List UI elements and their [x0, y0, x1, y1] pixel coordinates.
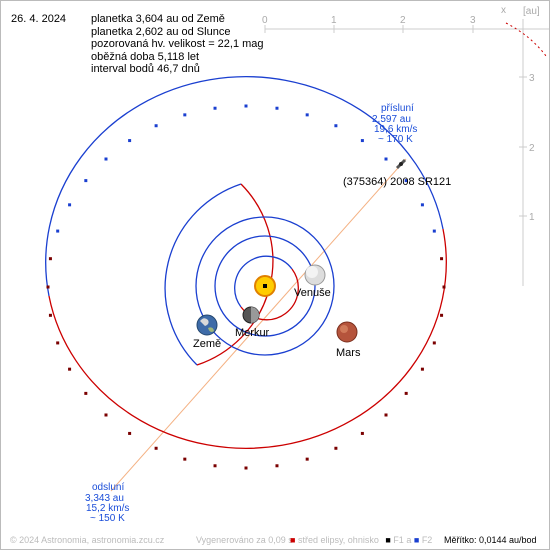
orbit-point — [46, 285, 50, 289]
asteroid-label: (375364) 2008 SR121 — [343, 176, 451, 188]
generated-time: Vygenerováno za 0,09 s — [196, 535, 293, 545]
orbit-point — [128, 139, 132, 143]
center-dot-icon: ■ — [290, 535, 296, 545]
venus: Venuše — [294, 264, 331, 299]
orbit-point — [275, 106, 279, 110]
aphelion-speed: 15,2 km/s — [86, 503, 129, 514]
legend-center-label: střed elipsy, ohnisko — [297, 535, 379, 545]
y-tick-label: 3 — [529, 73, 535, 84]
focus1-dot-icon: ■ — [385, 535, 391, 545]
orbit-point — [104, 413, 108, 417]
perihelion-title: přísluní — [381, 103, 414, 114]
mars: Mars — [336, 321, 361, 359]
orbit-point — [432, 229, 436, 233]
orbit-point — [84, 179, 88, 183]
orbit-point — [244, 466, 248, 470]
orbit-point — [128, 431, 132, 435]
orbit-point — [404, 179, 408, 183]
y-tick-label: 1 — [529, 212, 535, 223]
aphelion-title: odsluní — [92, 482, 124, 493]
sun-distance: planetka 2,602 au od Slunce — [91, 25, 231, 38]
orbit-point — [384, 157, 388, 161]
x-tick-label: 0 — [262, 15, 268, 26]
orbit-point — [244, 104, 248, 108]
copyright: © 2024 Astronomia, astronomia.zcu.cz — [10, 535, 165, 545]
outer-orbit-arc — [505, 22, 547, 57]
orbit-point — [442, 285, 446, 289]
orbit-point — [84, 391, 88, 395]
x-axis-label: x — [501, 5, 506, 16]
orbit-point — [56, 341, 60, 345]
orbit-point — [404, 391, 408, 395]
orbit-point — [56, 229, 60, 233]
orbit-point — [104, 157, 108, 161]
orbit-point — [48, 257, 52, 261]
date-label: 26. 4. 2024 — [11, 13, 67, 25]
earth-orbit — [195, 216, 335, 356]
info-block: planetka 3,604 au od Země planetka 2,602… — [91, 13, 264, 76]
orbit-point — [360, 139, 364, 143]
y-axis: 3 2 1 — [519, 19, 535, 286]
earth-distance: planetka 3,604 au od Země — [91, 13, 225, 25]
aphelion-temperature: ~ 150 K — [90, 513, 125, 524]
orbit-point — [440, 257, 444, 261]
orbit-point — [68, 203, 72, 207]
orbit-point — [154, 124, 158, 128]
orbit-point — [420, 203, 424, 207]
y-tick-label: 2 — [529, 143, 535, 154]
orbital-period: oběžná doba 5,118 let — [91, 50, 200, 63]
mercury: Merkur — [235, 306, 270, 339]
perihelion-distance: 2,597 au — [372, 114, 411, 125]
asteroid-marker: (375364) 2008 SR121 — [343, 158, 451, 188]
orbit-point — [183, 457, 187, 461]
orbit-point — [360, 431, 364, 435]
scale-label: Měřítko: 0,0144 au/bod — [444, 535, 537, 545]
orbit-point — [334, 446, 338, 450]
magnitude: pozorovaná hv. velikost = 22,1 mag — [91, 38, 264, 50]
legend-a-label: a — [406, 535, 412, 545]
apsis-line — [110, 158, 407, 492]
legend-f1-label: F1 — [393, 535, 404, 545]
orbit-point — [213, 106, 217, 110]
orbit-point — [68, 367, 72, 371]
asteroid-orbit — [45, 76, 447, 470]
orbit-point — [275, 464, 279, 468]
earth-label: Země — [193, 338, 221, 350]
orbit-point — [432, 341, 436, 345]
x-tick-label: 3 — [470, 15, 476, 26]
venus-label: Venuše — [294, 287, 331, 299]
focus2-dot-icon: ■ — [413, 535, 420, 545]
orbit-point — [384, 413, 388, 417]
venus-orbit — [214, 235, 316, 337]
legend: ■ střed elipsy, ohnisko ■ F1 a ■ F2 — [290, 535, 432, 545]
orbit-point — [305, 457, 309, 461]
orbit-point — [213, 464, 217, 468]
unit-label: [au] — [523, 6, 540, 17]
orbit-point — [420, 367, 424, 371]
aphelion-distance: 3,343 au — [85, 493, 124, 504]
orbit-point — [305, 113, 309, 117]
x-tick-label: 2 — [400, 15, 406, 26]
orbit-point — [440, 313, 444, 317]
earth: Země — [193, 314, 221, 350]
mercury-label: Merkur — [235, 327, 270, 339]
orbit-point — [154, 446, 158, 450]
orbit-point — [48, 313, 52, 317]
mars-label: Mars — [336, 347, 361, 359]
aphelion-info: odsluní 3,343 au 15,2 km/s ~ 150 K — [85, 482, 129, 524]
point-interval: interval bodů 46,7 dnů — [91, 63, 200, 75]
sun — [254, 275, 276, 297]
x-axis: 0 1 2 3 x [au] — [262, 5, 549, 33]
perihelion-speed: 19,6 km/s — [374, 124, 417, 135]
perihelion-temperature: ~ 170 K — [378, 134, 413, 145]
x-tick-label: 1 — [331, 15, 337, 26]
legend-f2-label: F2 — [421, 535, 433, 545]
orbit-point — [334, 124, 338, 128]
orbit-point — [183, 113, 187, 117]
perihelion-info: přísluní 2,597 au 19,6 km/s ~ 170 K — [372, 103, 417, 145]
